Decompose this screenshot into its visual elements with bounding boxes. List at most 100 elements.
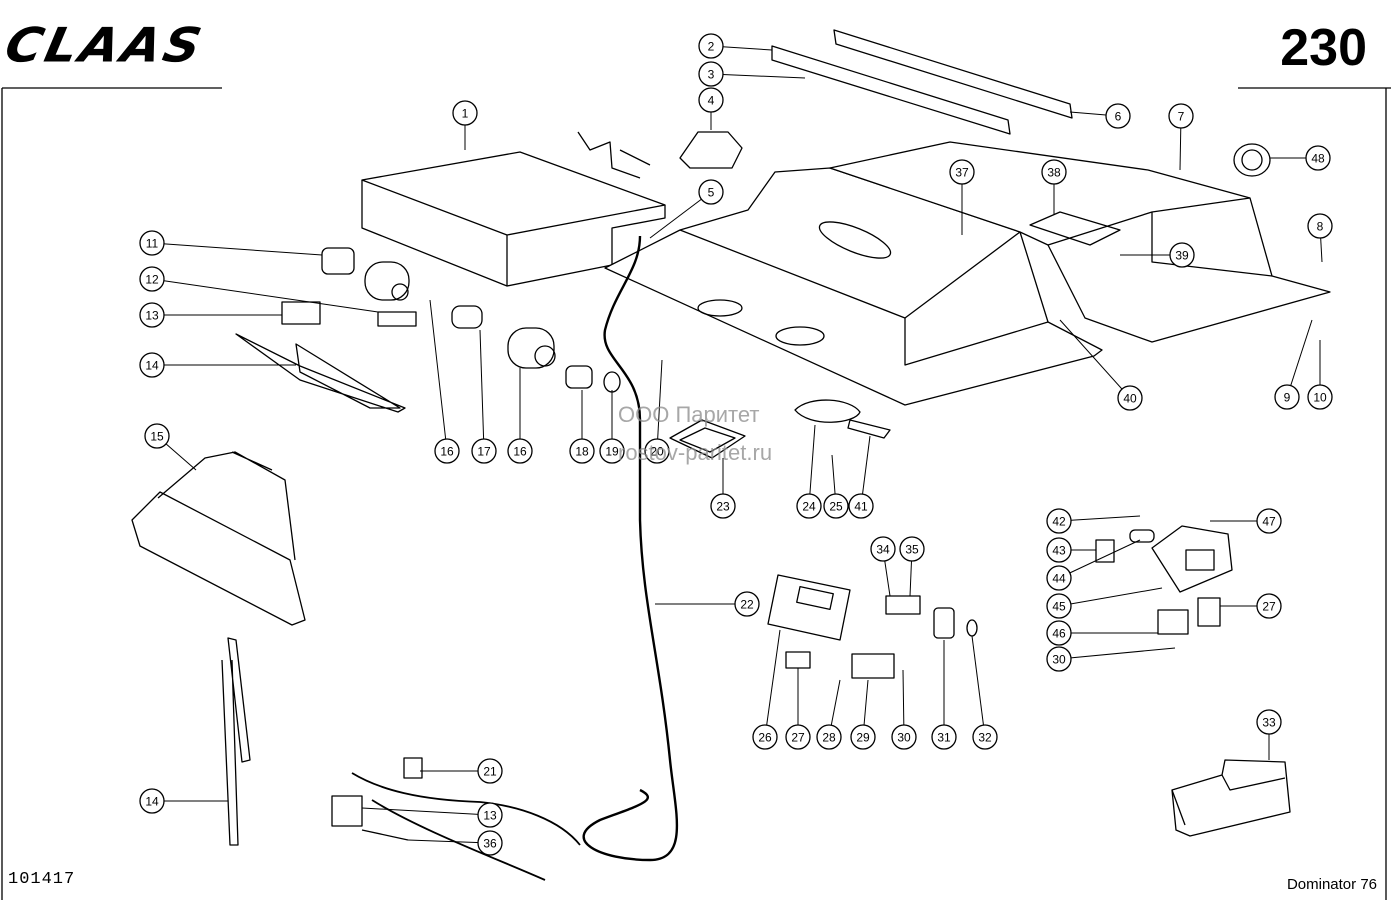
callout-29: 29 bbox=[850, 724, 876, 750]
callout-leader-26 bbox=[764, 629, 781, 738]
callout-circle bbox=[796, 493, 822, 519]
callout-45: 45 bbox=[1046, 593, 1072, 619]
callout-circle bbox=[899, 536, 925, 562]
callout-38: 38 bbox=[1041, 159, 1067, 185]
callout-18: 18 bbox=[569, 438, 595, 464]
model-name: Dominator 76 bbox=[1286, 876, 1377, 893]
part-plug-13b bbox=[331, 795, 363, 827]
callout-circle bbox=[471, 438, 497, 464]
callout-number: 27 bbox=[791, 731, 805, 745]
frame-line bbox=[1, 87, 1391, 900]
callout-12: 12 bbox=[139, 266, 165, 292]
callout-13: 13 bbox=[139, 302, 165, 328]
callout-number: 13 bbox=[145, 309, 159, 323]
callout-number: 5 bbox=[708, 186, 715, 200]
callout-leader-42 bbox=[1058, 515, 1141, 522]
callout-number: 17 bbox=[477, 445, 491, 459]
callout-circle bbox=[698, 179, 724, 205]
part-switch-44 bbox=[1129, 529, 1155, 543]
callout-circle bbox=[870, 536, 896, 562]
callout-circle bbox=[698, 61, 724, 87]
callout-30: 30 bbox=[891, 724, 917, 750]
part-relay-21 bbox=[403, 757, 423, 779]
callout-leader-24 bbox=[808, 424, 816, 507]
callout-circle bbox=[1256, 593, 1282, 619]
callout-leader-20 bbox=[656, 359, 663, 452]
part-knob-31 bbox=[933, 607, 955, 639]
callout-circle bbox=[139, 302, 165, 328]
watermark-website: rostov-paritet.ru bbox=[618, 440, 773, 465]
callout-circle bbox=[1046, 620, 1072, 646]
callout-number: 16 bbox=[440, 445, 454, 459]
callout-number: 36 bbox=[483, 837, 497, 851]
callout-circle bbox=[931, 724, 957, 750]
page-number: 230 bbox=[1280, 19, 1367, 77]
callout-number: 37 bbox=[955, 166, 969, 180]
callout-circle bbox=[139, 266, 165, 292]
part-plate-41 bbox=[847, 419, 891, 439]
callout-number: 23 bbox=[716, 500, 730, 514]
callout-39: 39 bbox=[1169, 242, 1195, 268]
callout-circle bbox=[972, 724, 998, 750]
callout-circle bbox=[139, 352, 165, 378]
callout-number: 28 bbox=[822, 731, 836, 745]
callout-number: 35 bbox=[905, 543, 919, 557]
callout-23: 23 bbox=[710, 493, 736, 519]
callout-number: 32 bbox=[978, 731, 992, 745]
callout-circle bbox=[144, 423, 170, 449]
callout-30: 30 bbox=[1046, 646, 1072, 672]
part-wire-36 bbox=[361, 829, 409, 841]
callout-circle bbox=[1117, 385, 1143, 411]
callout-number: 12 bbox=[145, 273, 159, 287]
callout-circle bbox=[139, 788, 165, 814]
callout-9: 9 bbox=[1274, 384, 1300, 410]
callout-number: 9 bbox=[1284, 391, 1291, 405]
part-switch-34 bbox=[885, 595, 921, 615]
callout-number: 15 bbox=[150, 430, 164, 444]
callout-43: 43 bbox=[1046, 537, 1072, 563]
callout-31: 31 bbox=[931, 724, 957, 750]
callout-42: 42 bbox=[1046, 508, 1072, 534]
callout-number: 1 bbox=[462, 107, 469, 121]
part-wiper-arm-14b bbox=[221, 637, 251, 846]
callout-circle bbox=[1046, 646, 1072, 672]
callout-circle bbox=[477, 830, 503, 856]
callout-circle bbox=[477, 758, 503, 784]
callout-circle bbox=[1256, 508, 1282, 534]
callout-41: 41 bbox=[848, 493, 874, 519]
callout-leader-45 bbox=[1058, 587, 1163, 607]
callout-5: 5 bbox=[698, 179, 724, 205]
callout-number: 25 bbox=[829, 500, 843, 514]
part-panel-45 bbox=[1151, 525, 1233, 593]
part-knob-48 bbox=[1233, 143, 1271, 177]
callout-circle bbox=[734, 591, 760, 617]
callout-number: 41 bbox=[854, 500, 868, 514]
callout-number: 24 bbox=[802, 500, 816, 514]
callout-circle bbox=[139, 230, 165, 256]
callout-number: 2 bbox=[708, 40, 715, 54]
callout-circle bbox=[1256, 709, 1282, 735]
callout-circle bbox=[1046, 565, 1072, 591]
callout-circle bbox=[1105, 103, 1131, 129]
callout-circle bbox=[434, 438, 460, 464]
callout-leader-30 bbox=[1058, 647, 1176, 660]
callout-number: 7 bbox=[1178, 110, 1185, 124]
callout-27: 27 bbox=[785, 724, 811, 750]
callout-circle bbox=[644, 438, 670, 464]
part-clip-43 bbox=[1095, 539, 1115, 563]
callout-number: 30 bbox=[897, 731, 911, 745]
callout-circle bbox=[850, 724, 876, 750]
callout-circle bbox=[1169, 242, 1195, 268]
callout-number: 34 bbox=[876, 543, 890, 557]
callout-17: 17 bbox=[471, 438, 497, 464]
callout-number: 10 bbox=[1313, 391, 1327, 405]
part-clip-27a bbox=[785, 651, 811, 669]
callout-circle bbox=[1046, 537, 1072, 563]
callout-circle bbox=[1041, 159, 1067, 185]
callout-number: 19 bbox=[605, 445, 619, 459]
callout-number: 30 bbox=[1052, 653, 1066, 667]
part-fan-group bbox=[321, 247, 621, 393]
